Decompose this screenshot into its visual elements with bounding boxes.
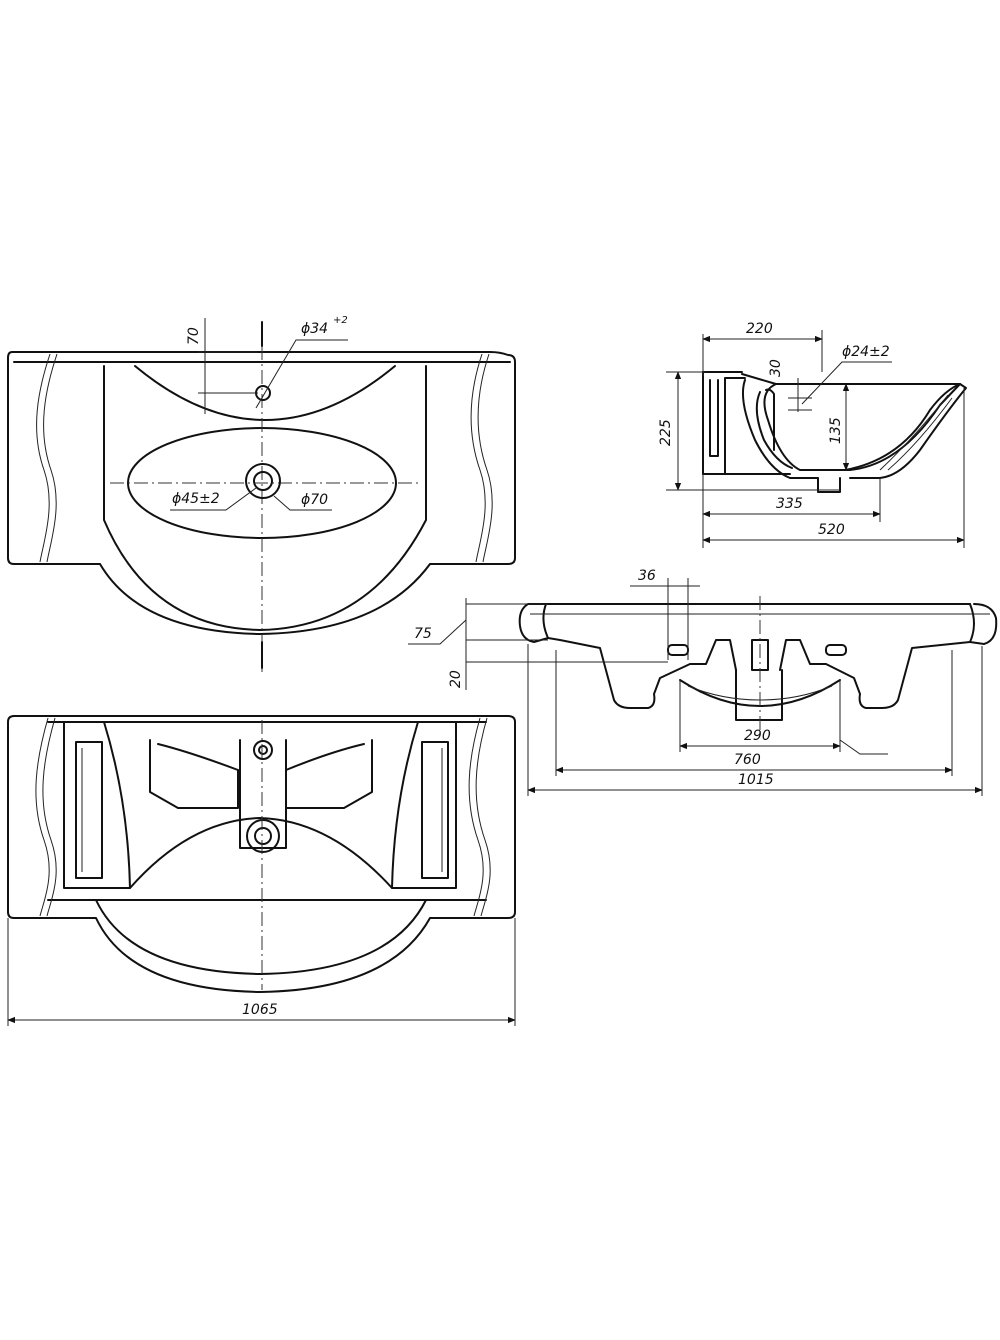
dim-overall-width: 1015 xyxy=(738,772,774,788)
dim-hole-spacing: 36 xyxy=(638,568,656,584)
dim-support-span: 760 xyxy=(734,752,761,768)
dim-tap-hole: ϕ34 xyxy=(301,321,328,337)
dim-height: 225 xyxy=(658,419,674,446)
dim-tap-hole-tol: +2 xyxy=(333,315,348,326)
dim-outlet-width: 290 xyxy=(744,728,771,744)
dim-rim-height: 75 xyxy=(414,626,432,642)
dim-hole-height: 20 xyxy=(448,670,464,688)
dim-top-length: 220 xyxy=(746,321,773,337)
side-section-view: 220 ϕ24±2 30 225 135 335 520 xyxy=(658,321,967,548)
dim-drain-position: 335 xyxy=(776,496,803,512)
dim-drain-hole: ϕ45±2 xyxy=(172,491,220,507)
dim-overflow-offset: 30 xyxy=(768,359,784,377)
top-view: 70 ϕ34 +2 ϕ45±2 ϕ70 xyxy=(7,315,516,672)
dim-drain-outer: ϕ70 xyxy=(301,492,328,508)
dim-total-width: 1065 xyxy=(242,1002,278,1018)
dim-tap-offset: 70 xyxy=(186,327,202,345)
front-view: 36 75 20 290 760 1015 xyxy=(408,568,998,796)
top-view-outline xyxy=(7,350,516,635)
dim-depth-total: 520 xyxy=(818,522,845,538)
dim-bowl-depth: 135 xyxy=(828,417,844,444)
bottom-view: 1065 xyxy=(7,715,516,1026)
dim-overflow-hole: ϕ24±2 xyxy=(842,344,890,360)
